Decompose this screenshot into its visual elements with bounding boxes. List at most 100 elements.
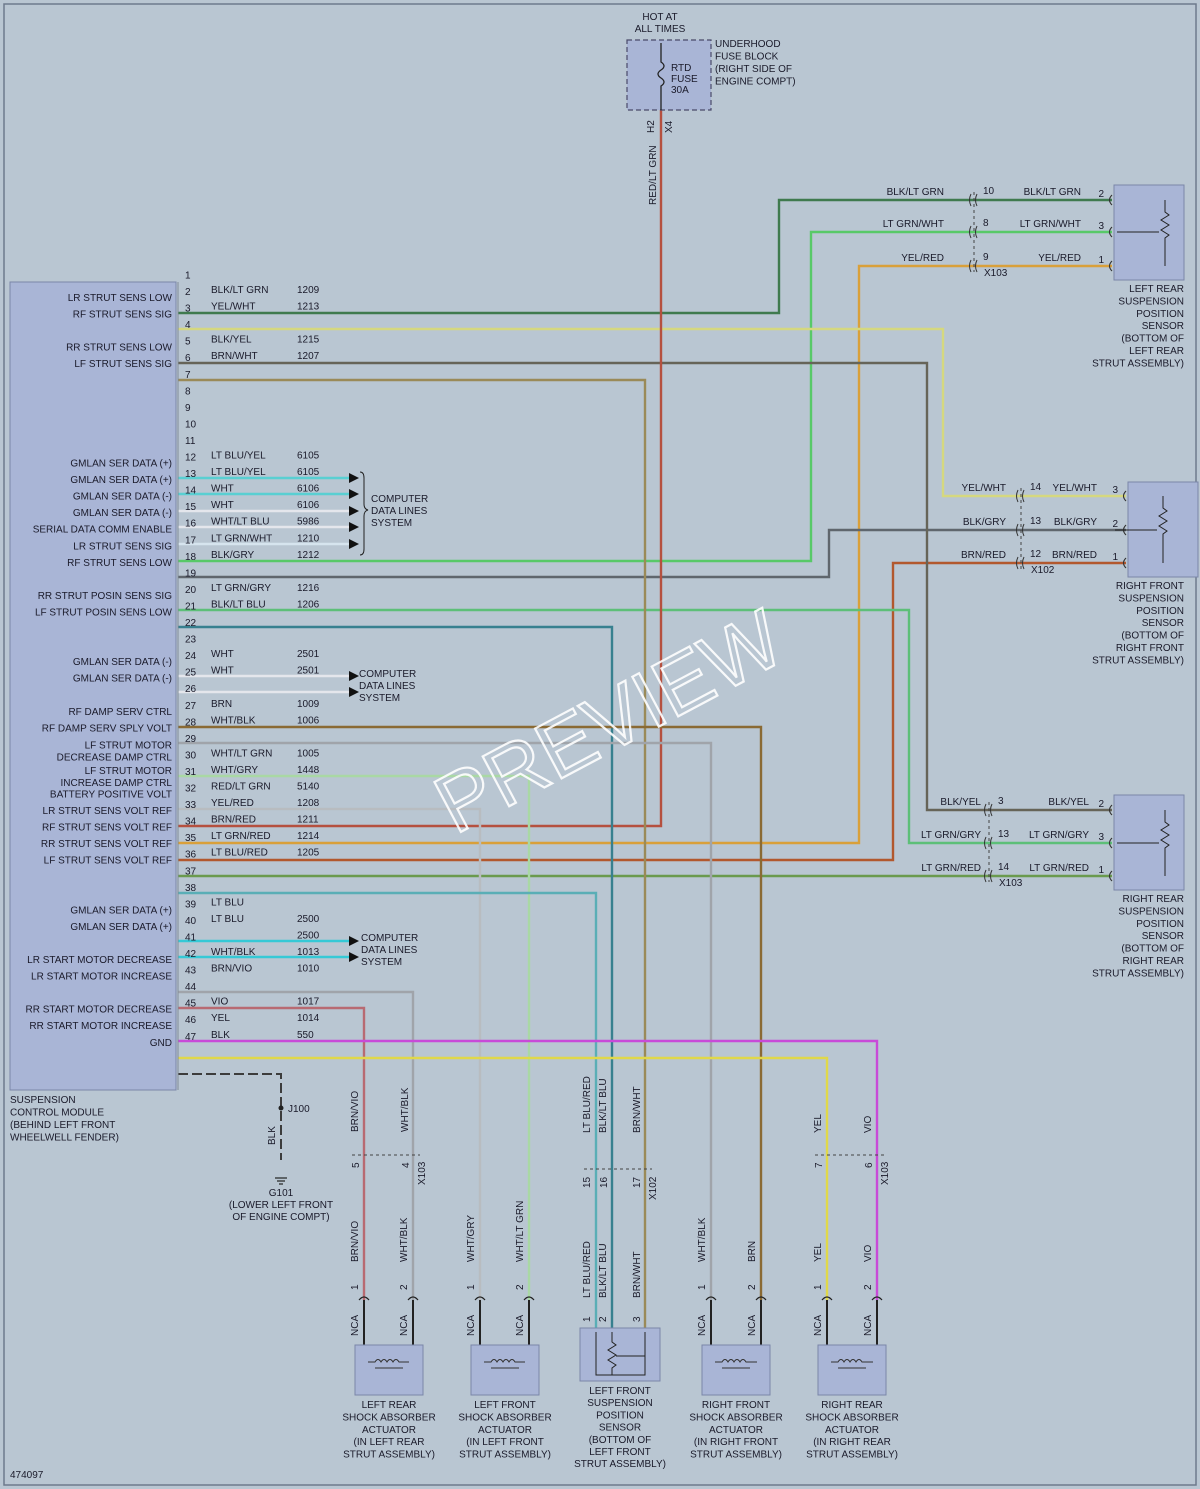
circuit-number: 1212	[297, 550, 320, 561]
sensor-wire-label: BLK/LT GRN	[1024, 187, 1081, 198]
module-pin-number: 41	[185, 932, 197, 943]
module-pin-number: 2	[185, 287, 191, 298]
data-line-arrow	[349, 539, 359, 549]
module-pin-number: 37	[185, 866, 197, 877]
circuit-number: 550	[297, 1030, 314, 1041]
sensor-name-label: SENSOR	[1142, 931, 1184, 942]
module-pin-label: GMLAN SER DATA (-)	[73, 657, 172, 668]
potentiometer-icon	[1160, 200, 1170, 266]
connector-cavity-symbol	[969, 193, 978, 207]
nca-label: NCA	[515, 1315, 526, 1336]
module-pin-label: GMLAN SER DATA (+)	[70, 459, 172, 470]
connector-name: X103	[984, 268, 1008, 279]
actuator-box	[354, 1344, 424, 1396]
component-pin-number: 2	[747, 1284, 758, 1290]
sensor-name-label: SUSPENSION	[1118, 906, 1184, 917]
wire-blk-gry	[178, 528, 1126, 579]
wire-lt-blu-red	[178, 891, 598, 1330]
component-pin-number: 1	[813, 1284, 824, 1290]
module-pin-number: 10	[185, 419, 197, 430]
component-name-label: ACTUATOR	[362, 1425, 416, 1436]
sensor-wire-label: BLK/GRY	[963, 517, 1006, 528]
fuse-icon	[657, 43, 665, 110]
sensor-pin-number: 1	[1098, 255, 1104, 266]
sensor-name-label: SENSOR	[1142, 321, 1184, 332]
sensor-name-label: POSITION	[1136, 309, 1184, 320]
fuse-block-name: ENGINE COMPT)	[715, 77, 796, 88]
circuit-number: 6105	[297, 451, 320, 462]
connector-cavity: 14	[998, 862, 1010, 873]
sensor-wire-label: LT GRN/WHT	[1020, 219, 1081, 230]
ground-wire-label: BLK	[267, 1126, 278, 1145]
circuit-number: 2501	[297, 649, 320, 660]
circuit-number: 5986	[297, 517, 320, 528]
sensor-pin-number: 1	[1112, 552, 1118, 563]
connector-cavity: 15	[582, 1176, 593, 1188]
wire-brn-wht	[178, 378, 647, 1330]
computer-data-lines-label: SYSTEM	[371, 518, 412, 529]
sensor-name-label: (BOTTOM OF	[1121, 944, 1184, 955]
component-name-label: RIGHT FRONT	[702, 1400, 770, 1411]
computer-data-lines-label: DATA LINES	[371, 506, 428, 517]
connector-cavity-symbol	[984, 836, 993, 850]
module-pin-label: LF STRUT SENS VOLT REF	[44, 856, 172, 867]
module-pin-label: RF STRUT SENS VOLT REF	[42, 823, 172, 834]
module-pin-number: 18	[185, 552, 197, 563]
component-name-label: LEFT FRONT	[589, 1386, 650, 1397]
hot-at-all-times-label: ALL TIMES	[635, 24, 686, 35]
module-pin-label: LR STRUT SENS SIG	[73, 541, 172, 552]
sensor-pin-symbol	[1108, 837, 1113, 849]
module-pin-number: 28	[185, 717, 197, 728]
circuit-number: 1211	[297, 815, 319, 826]
diagram-border	[3, 3, 1197, 1486]
wire-color-label: BRN/RED	[211, 815, 256, 826]
circuit-number: 1010	[297, 964, 320, 975]
module-pin-number: 30	[185, 750, 197, 761]
sensor-wire-label: BLK/YEL	[1048, 797, 1089, 808]
module-pin-number: 27	[185, 701, 197, 712]
wire-color-label: BRN/WHT	[632, 1086, 643, 1133]
sensor-pin-number: 3	[1098, 221, 1104, 232]
wire-color-label: BLK/LT BLU	[211, 599, 266, 610]
component-name-label: STRUT ASSEMBLY)	[806, 1450, 898, 1461]
component-name-label: POSITION	[596, 1410, 644, 1421]
component-pin-number: 1	[582, 1316, 593, 1322]
module-pin-number: 42	[185, 949, 197, 960]
potentiometer-icon	[1158, 496, 1168, 563]
sensor-pin-symbol	[1108, 194, 1113, 206]
nca-label: NCA	[813, 1315, 824, 1336]
computer-data-lines-label: SYSTEM	[361, 957, 402, 968]
circuit-number: 5140	[297, 782, 320, 793]
module-pin-label: GND	[150, 1038, 172, 1049]
component-wire-label: WHT/LT GRN	[515, 1201, 526, 1262]
component-pin-number: 2	[598, 1316, 609, 1322]
wire-blk-ground	[178, 1073, 282, 1160]
module-pin-label: GMLAN SER DATA (-)	[73, 674, 172, 685]
component-wire-label: VIO	[863, 1245, 874, 1262]
wire-red-lt-grn	[178, 110, 663, 828]
module-pin-label: RR START MOTOR DECREASE	[25, 1005, 172, 1016]
wire-color-label: BRN/WHT	[211, 351, 258, 362]
module-pin-number: 7	[185, 370, 191, 381]
actuator-pin-symbol	[358, 1296, 419, 1301]
module-name-label: SUSPENSION	[10, 1095, 76, 1106]
module-pin-number: 38	[185, 883, 197, 894]
potentiometer-icon	[1160, 810, 1170, 876]
module-pin-label: GMLAN SER DATA (+)	[70, 475, 172, 486]
underhood-fuse-block	[626, 39, 712, 111]
wire-color-label: WHT/BLK	[211, 715, 256, 726]
actuator-pin-symbol	[821, 1296, 883, 1301]
circuit-number: 1207	[297, 351, 320, 362]
module-pin-number: 33	[185, 800, 197, 811]
wire-color-label: WHT/BLK	[400, 1087, 411, 1132]
module-pin-label: GMLAN SER DATA (-)	[73, 492, 172, 503]
component-name-label: ACTUATOR	[825, 1425, 879, 1436]
wire-color-label: WHT/LT GRN	[211, 748, 272, 759]
module-pin-number: 11	[185, 436, 196, 447]
wire-color-label: LT BLU/YEL	[211, 451, 266, 462]
circuit-number: 1214	[297, 831, 320, 842]
wire-yel-wht	[178, 327, 1126, 498]
wire-wht-blk-rf	[178, 741, 713, 1300]
module-pin-number: 44	[185, 982, 197, 993]
ground-g101-label: G101	[269, 1188, 294, 1199]
